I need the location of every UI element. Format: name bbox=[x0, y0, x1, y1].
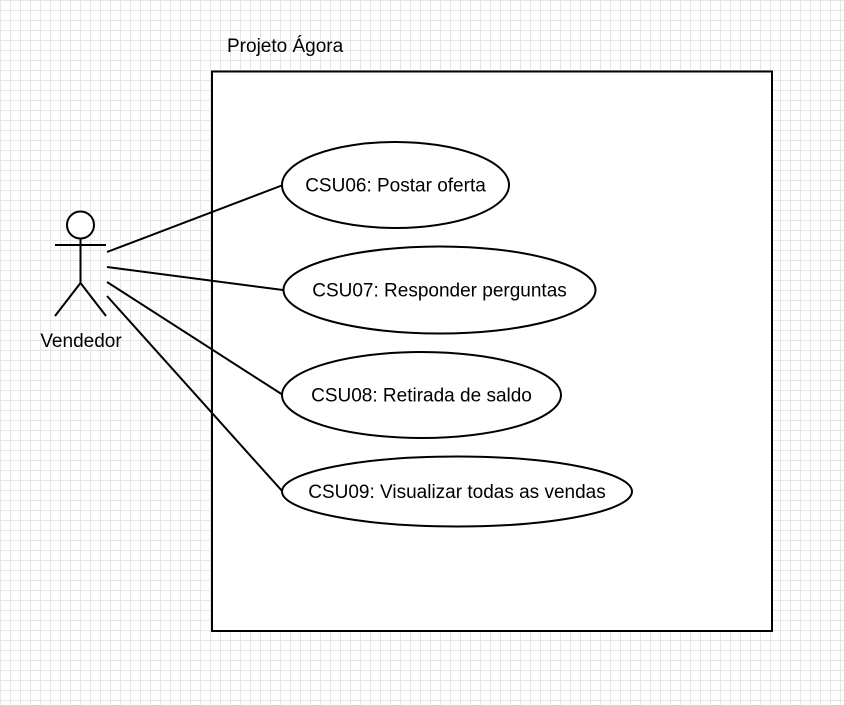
association-line-csu08[interactable] bbox=[106, 281, 284, 396]
system-boundary[interactable] bbox=[211, 70, 773, 632]
actor-vendedor[interactable] bbox=[54, 210, 107, 317]
use-case-csu06[interactable]: CSU06: Postar oferta bbox=[281, 141, 510, 229]
actor-head bbox=[66, 210, 95, 240]
actor-label: Vendedor bbox=[40, 331, 122, 352]
use-case-csu09[interactable]: CSU09: Visualizar todas as vendas bbox=[281, 455, 633, 528]
use-case-label: CSU08: Retirada de saldo bbox=[311, 386, 532, 407]
association-line-csu06[interactable] bbox=[106, 184, 284, 253]
use-case-ellipse bbox=[282, 245, 597, 335]
use-case-ellipse bbox=[281, 351, 562, 439]
use-case-label: CSU07: Responder perguntas bbox=[312, 281, 567, 302]
association-line-csu09[interactable] bbox=[106, 295, 284, 493]
actor-left-leg bbox=[54, 282, 82, 317]
use-case-label: CSU09: Visualizar todas as vendas bbox=[308, 482, 605, 503]
actor-right-leg bbox=[79, 282, 107, 317]
use-case-label: CSU06: Postar oferta bbox=[305, 176, 486, 197]
association-line-csu07[interactable] bbox=[106, 266, 284, 291]
use-case-csu08[interactable]: CSU08: Retirada de saldo bbox=[281, 351, 562, 439]
use-case-csu07[interactable]: CSU07: Responder perguntas bbox=[282, 245, 597, 335]
use-case-ellipse bbox=[281, 141, 510, 229]
use-case-ellipse bbox=[281, 455, 633, 528]
system-title: Projeto Ágora bbox=[227, 36, 344, 57]
